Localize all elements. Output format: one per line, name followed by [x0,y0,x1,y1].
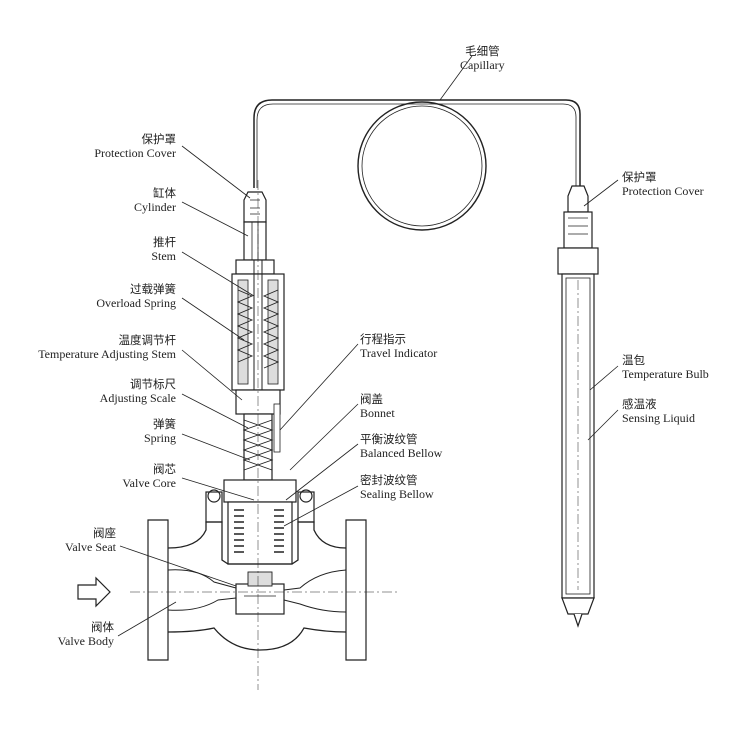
label-protection-cover-right-en: Protection Cover [622,184,704,198]
label-cylinder-cn: 缸体 [153,186,176,200]
label-spring: 弹簧 Spring [144,417,176,445]
label-valve-core-cn: 阀芯 [153,462,176,476]
temperature-bulb-shape [557,185,599,628]
label-temperature-bulb-en: Temperature Bulb [622,367,709,381]
label-sealing-bellow-en: Sealing Bellow [360,487,434,501]
label-capillary-en: Capillary [460,58,505,72]
label-travel-indicator-cn: 行程指示 [360,332,406,346]
valve-body-shape [130,180,400,690]
label-stem: 推杆 Stem [151,235,176,263]
label-valve-seat: 阀座 Valve Seat [65,526,116,554]
label-protection-cover-left: 保护罩 Protection Cover [94,132,176,160]
flow-arrow [77,576,111,608]
label-capillary-cn: 毛细管 [465,44,500,58]
label-temperature-bulb-cn: 温包 [622,353,645,367]
label-cylinder: 缸体 Cylinder [134,186,176,214]
label-temperature-adjusting-stem-cn: 温度调节杆 [118,333,177,347]
label-spring-en: Spring [143,431,176,445]
label-valve-body: 阀体 Valve Body [58,620,114,648]
label-valve-body-cn: 阀体 [91,620,114,634]
label-protection-cover-left-cn: 保护罩 [141,132,177,146]
label-sealing-bellow: 密封波纹管 Sealing Bellow [360,473,434,501]
label-valve-core-en: Valve Core [122,476,176,490]
label-valve-seat-en: Valve Seat [65,540,116,554]
label-sensing-liquid-en: Sensing Liquid [622,411,696,425]
capillary-coil [357,101,487,231]
label-bonnet: 阀盖 Bonnet [360,392,395,420]
label-capillary: 毛细管 Capillary [460,44,505,72]
label-bonnet-cn: 阀盖 [360,392,383,406]
label-balanced-bellow-cn: 平衡波纹管 [360,432,418,446]
label-temperature-adjusting-stem: 温度调节杆 Temperature Adjusting Stem [38,333,176,361]
label-overload-spring-en: Overload Spring [96,296,176,310]
label-balanced-bellow: 平衡波纹管 Balanced Bellow [360,432,442,460]
label-sensing-liquid: 感温液 Sensing Liquid [622,397,695,425]
label-adjusting-scale-en: Adjusting Scale [99,391,176,405]
label-cylinder-en: Cylinder [134,200,176,214]
label-adjusting-scale-cn: 调节标尺 [130,377,176,391]
label-sealing-bellow-cn: 密封波纹管 [360,473,418,487]
label-protection-cover-right: 保护罩 Protection Cover [622,170,704,198]
leader-lines [117,55,619,637]
label-protection-cover-right-cn: 保护罩 [622,170,657,184]
label-temperature-bulb: 温包 Temperature Bulb [622,353,709,381]
label-valve-seat-cn: 阀座 [93,526,116,540]
label-adjusting-scale: 调节标尺 Adjusting Scale [100,377,176,405]
label-stem-cn: 推杆 [153,235,176,249]
label-spring-cn: 弹簧 [153,417,176,431]
label-sensing-liquid-cn: 感温液 [622,397,657,411]
label-overload-spring: 过载弹簧 Overload Spring [96,282,176,310]
label-valve-body-en: Valve Body [57,634,114,648]
label-protection-cover-left-en: Protection Cover [94,146,176,160]
label-temperature-adjusting-stem-en: Temperature Adjusting Stem [38,347,176,361]
label-stem-en: Stem [151,249,176,263]
label-overload-spring-cn: 过载弹簧 [130,282,176,296]
label-balanced-bellow-en: Balanced Bellow [360,446,443,460]
actuator [205,191,315,565]
label-valve-core: 阀芯 Valve Core [122,462,176,490]
label-bonnet-en: Bonnet [360,406,395,420]
label-travel-indicator-en: Travel Indicator [360,346,438,360]
capillary-tube [253,99,581,231]
label-travel-indicator: 行程指示 Travel Indicator [360,332,437,360]
